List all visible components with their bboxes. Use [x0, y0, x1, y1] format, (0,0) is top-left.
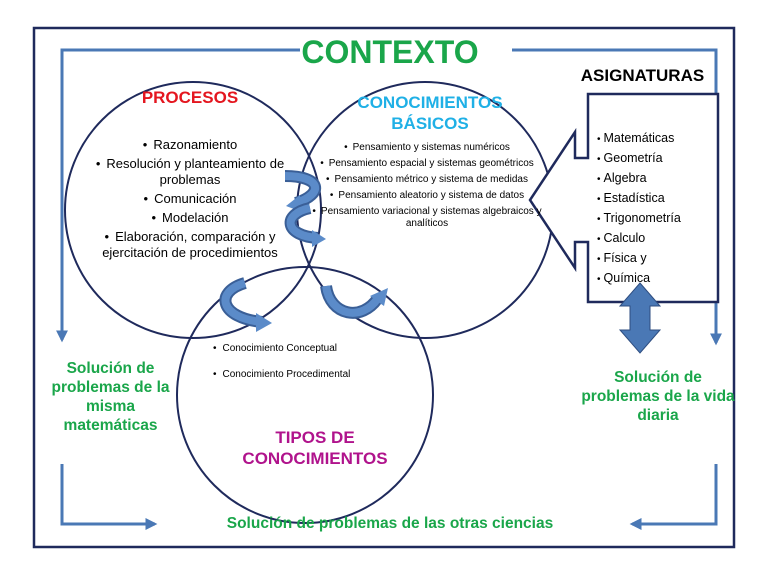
list-item: Conocimiento Conceptual — [213, 342, 413, 355]
list-item: Pensamiento variacional y sistemas algeb… — [312, 206, 542, 230]
list-item: Geometría — [597, 149, 712, 169]
asignaturas-title: ASIGNATURAS — [580, 66, 705, 85]
list-item: Razonamiento — [75, 137, 305, 153]
outcome-left: Solución de problemas de la misma matemá… — [51, 360, 170, 434]
bottom-arrow-left — [60, 464, 158, 530]
list-item: Estadística — [597, 189, 712, 209]
curved-arrow-left-down — [219, 277, 272, 332]
list-item: Pensamiento espacial y sistemas geométri… — [312, 158, 542, 170]
tipos-conocimientos-title: TIPOS DE CONOCIMIENTOS — [215, 427, 415, 469]
procesos-title: PROCESOS — [141, 88, 239, 107]
outer-frame — [32, 26, 736, 549]
list-item: Pensamiento métrico y sistema de medidas — [312, 174, 542, 186]
list-item: Pensamiento aleatorio y sistema de datos — [312, 190, 542, 202]
list-item: Pensamiento y sistemas numéricos — [312, 142, 542, 154]
list-item: Química — [597, 269, 712, 289]
title-line: CONOCIMIENTOS — [242, 449, 388, 468]
outcome-right: Solución de problemas de la vida diaria — [581, 369, 735, 424]
title-line: TIPOS DE — [275, 428, 355, 447]
outcome-bottom: Solución de problemas de las otras cienc… — [226, 515, 554, 532]
context-arrow-left — [56, 48, 300, 343]
list-item: Física y — [597, 249, 712, 269]
tipos-conocimientos-list: Conocimiento Conceptual Conocimiento Pro… — [213, 342, 413, 394]
procesos-list: Razonamiento Resolución y planteamiento … — [75, 137, 305, 264]
list-item: Modelación — [75, 210, 305, 226]
list-item: Elaboración, comparación y ejercitación … — [75, 229, 305, 261]
conocimientos-basicos-list: Pensamiento y sistemas numéricos Pensami… — [312, 142, 542, 234]
conocimientos-basicos-title: CONOCIMIENTOS BÁSICOS — [330, 92, 530, 134]
list-item: Trigonometría — [597, 209, 712, 229]
title-line: BÁSICOS — [391, 114, 469, 133]
asignaturas-list: Matemáticas Geometría Algebra Estadístic… — [597, 129, 712, 289]
list-item: Calculo — [597, 229, 712, 249]
list-item: Algebra — [597, 169, 712, 189]
list-item: Conocimiento Procedimental — [213, 368, 413, 381]
list-item: Resolución y planteamiento de problemas — [75, 156, 305, 188]
contexto-title: CONTEXTO — [301, 34, 479, 70]
double-arrow-vertical — [618, 282, 662, 354]
list-item: Matemáticas — [597, 129, 712, 149]
bottom-arrow-right — [629, 464, 718, 530]
title-line: CONOCIMIENTOS — [357, 93, 503, 112]
tipos-conocimientos-circle — [176, 266, 434, 524]
list-item: Comunicación — [75, 191, 305, 207]
curved-arrow-right-up — [320, 284, 388, 319]
